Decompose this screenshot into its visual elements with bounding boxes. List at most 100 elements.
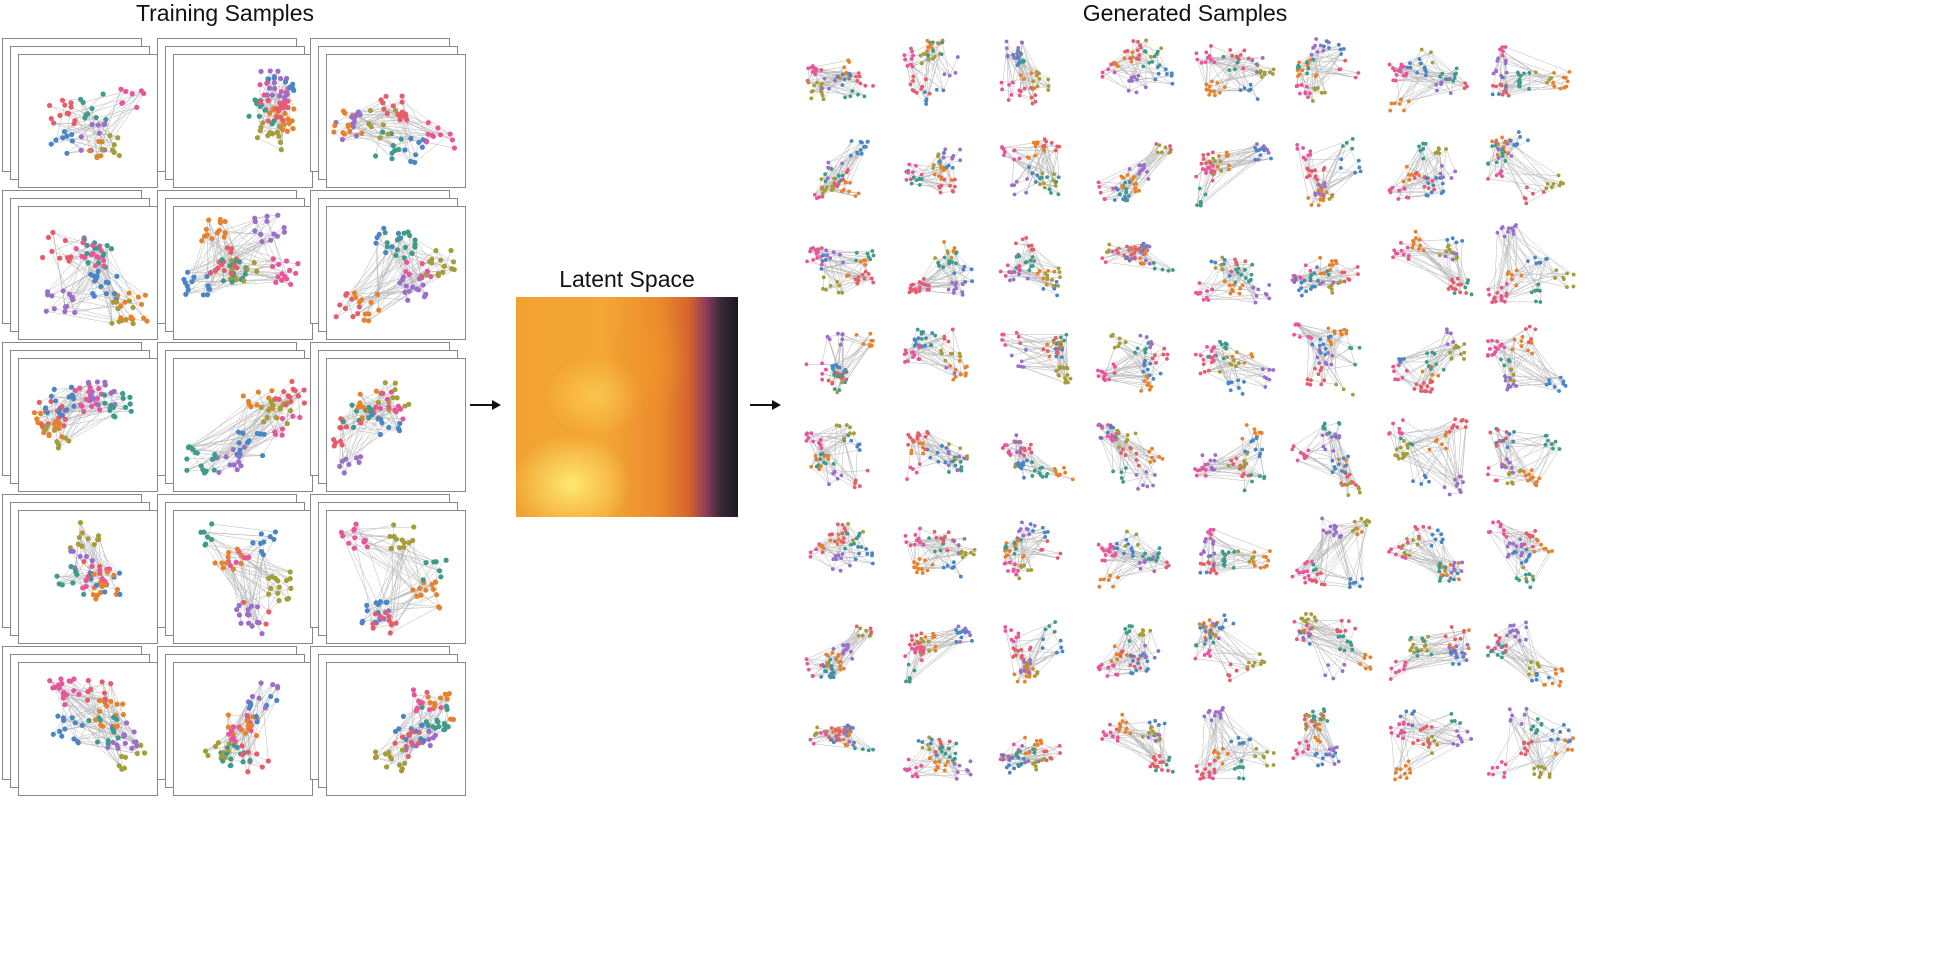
graph-node	[1503, 58, 1508, 63]
graph-node	[62, 702, 68, 708]
graph-node	[396, 146, 402, 153]
graph-node	[275, 274, 281, 280]
graph-node	[1408, 61, 1412, 66]
graph-node	[1313, 74, 1317, 79]
graph-node	[377, 599, 383, 605]
graph-node	[402, 244, 409, 250]
graph-edge	[221, 215, 278, 265]
graph-node	[273, 414, 279, 421]
graph-node	[1133, 186, 1137, 191]
graph-node	[235, 429, 242, 435]
graph-node	[92, 263, 99, 269]
graph-node	[51, 120, 57, 126]
graph-edge	[857, 278, 872, 284]
graph-edge	[1505, 77, 1551, 91]
graph-edge	[192, 449, 263, 456]
graph-edge	[821, 141, 868, 180]
graph-node	[291, 87, 297, 94]
graph-node	[69, 392, 76, 399]
graph-node	[1402, 186, 1407, 191]
graph-node	[1032, 86, 1037, 91]
graph-node	[56, 410, 62, 416]
graph-node	[1227, 163, 1231, 168]
graph-node	[98, 722, 104, 728]
graph-node	[1309, 52, 1314, 57]
graph-edge	[63, 416, 115, 426]
graph-edge	[428, 694, 446, 740]
graph-node	[1033, 144, 1038, 149]
graph-node	[942, 147, 947, 152]
graph-node	[72, 567, 79, 573]
graph-node	[448, 247, 454, 254]
graph-node	[46, 102, 53, 109]
graph-edge	[1210, 68, 1244, 92]
graph-node	[1004, 46, 1009, 51]
graph-node	[1053, 183, 1058, 188]
graph-node	[1321, 165, 1326, 170]
graph-edge	[55, 114, 87, 141]
graph-edge	[230, 565, 248, 615]
graph-node	[85, 379, 91, 385]
graph-node	[1491, 71, 1495, 76]
graph-edge	[1532, 188, 1546, 194]
graph-edge	[833, 188, 859, 194]
graph-node	[59, 733, 65, 739]
graph-node	[1500, 154, 1504, 158]
graph-node	[287, 408, 294, 414]
graph-node	[436, 723, 442, 730]
graph-node	[104, 569, 110, 575]
graph-node	[85, 536, 91, 542]
graph-edge	[246, 216, 268, 270]
graph-node	[1418, 148, 1423, 153]
graph-node	[1406, 99, 1411, 104]
graph-node	[201, 529, 207, 535]
graph-edge	[335, 246, 393, 317]
graph-node	[1432, 187, 1437, 192]
graph-node	[368, 299, 374, 305]
graph-node	[1009, 92, 1014, 97]
graph-node	[47, 678, 53, 684]
graph-node	[269, 92, 275, 98]
graph-node	[261, 419, 267, 425]
graph-node	[820, 191, 825, 196]
graph-edge	[1499, 49, 1554, 87]
graph-node	[357, 400, 363, 406]
graph-node	[1452, 75, 1457, 80]
graph-node	[863, 269, 868, 274]
training-graph	[31, 379, 134, 451]
graph-node	[1025, 155, 1030, 160]
graph-edge	[362, 618, 380, 622]
training-sample-stack	[157, 342, 317, 492]
graph-node	[1396, 68, 1401, 73]
graph-node	[1096, 180, 1100, 185]
graph-node	[339, 458, 345, 464]
graph-node	[122, 404, 129, 410]
graph-node	[340, 130, 346, 136]
graph-edge	[379, 137, 416, 156]
graph-node	[451, 145, 458, 151]
graph-edge	[200, 532, 271, 537]
graph-edge	[839, 254, 843, 293]
graph-edge	[399, 547, 414, 591]
generated-graph	[805, 246, 876, 295]
graph-node	[1037, 71, 1041, 76]
graph-edge	[62, 257, 86, 291]
graph-node	[955, 55, 960, 59]
graph-node	[1166, 150, 1171, 155]
graph-edge	[66, 306, 122, 321]
graph-node	[1004, 39, 1009, 44]
graph-edge	[368, 273, 439, 321]
graph-node	[69, 138, 75, 144]
graph-edge	[84, 91, 126, 119]
graph-node	[386, 404, 392, 410]
graph-node	[358, 420, 364, 426]
training-sample-stack	[310, 38, 470, 188]
graph-node	[427, 700, 433, 706]
graph-node	[198, 463, 204, 469]
graph-node	[1033, 99, 1038, 104]
graph-node	[1260, 56, 1265, 60]
graph-node	[391, 533, 397, 540]
graph-node	[386, 424, 392, 431]
generated-graph	[999, 39, 1051, 106]
graph-card	[18, 206, 158, 340]
